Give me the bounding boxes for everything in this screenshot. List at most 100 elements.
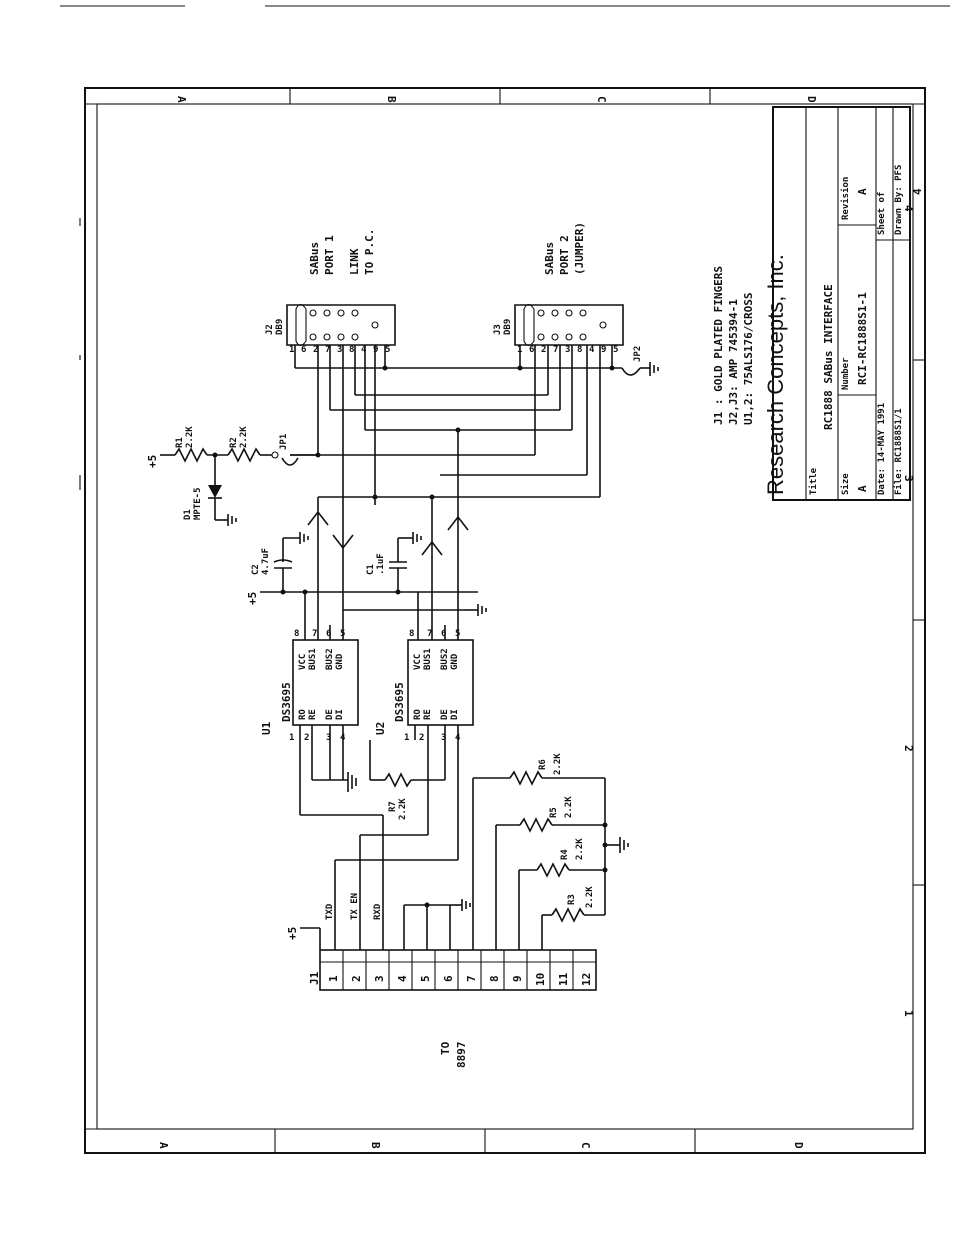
svg-text:6: 6	[441, 629, 446, 639]
file-field: File: RC1888S1/1	[893, 408, 904, 495]
u1-ref: U1	[260, 721, 273, 735]
svg-text:GND: GND	[450, 653, 460, 670]
u1-part: DS3695	[280, 682, 293, 722]
revision-value: A	[856, 188, 869, 195]
svg-text:4: 4	[396, 975, 409, 982]
rxd-label: RXD	[373, 903, 383, 920]
r3-ref: R3	[567, 894, 577, 905]
notes: J1 : GOLD PLATED FINGERS J2,J3: AMP 7453…	[712, 266, 755, 425]
txen-label: TX EN	[350, 893, 360, 920]
drawing-number: RCI-RC1888S1-1	[856, 292, 869, 385]
r4-value: 2.2K	[575, 838, 585, 860]
pullup-network: R6 2.2K R5 2.2K R4 2.2K R3 2.2K	[472, 753, 629, 950]
svg-text:3: 3	[326, 733, 331, 743]
j2-ref: J2	[265, 324, 275, 335]
svg-text:1: 1	[404, 733, 409, 743]
driver-control-wiring: R7 2.2K	[299, 740, 458, 950]
sheet-field: Sheet of	[877, 192, 887, 235]
svg-text:5: 5	[385, 345, 390, 355]
txd-label: TXD	[325, 903, 335, 920]
svg-text:RO: RO	[413, 709, 423, 720]
svg-text:6: 6	[442, 975, 455, 982]
bus-junctions	[315, 365, 615, 500]
c1-ref: C1	[366, 564, 376, 575]
j2-desc-1: SABus	[308, 242, 321, 275]
svg-text:9: 9	[511, 975, 524, 982]
svg-text:RE: RE	[423, 709, 433, 720]
u2-part: DS3695	[393, 682, 406, 722]
j3-desc-3: (JUMPER)	[573, 222, 586, 275]
bus-arrows	[307, 510, 469, 556]
c1-value: .1uF	[376, 553, 386, 575]
r5-value: 2.2K	[564, 796, 574, 818]
note-j2-j3: J2,J3: AMP 745394-1	[727, 299, 740, 425]
zone-top-a: A	[175, 96, 188, 103]
svg-text:DE: DE	[440, 709, 450, 720]
svg-text:9: 9	[601, 345, 606, 355]
svg-text:8: 8	[349, 345, 354, 355]
r1-ref: R1	[175, 437, 185, 448]
u2-ref: U2	[374, 722, 387, 735]
svg-text:3: 3	[337, 345, 342, 355]
svg-text:DE: DE	[325, 709, 335, 720]
ic-u1: U1 DS3695 RO RE DE DI VCC BUS1 BUS2 GND …	[260, 625, 359, 780]
svg-text:BUS1: BUS1	[308, 648, 318, 670]
sheet-number: 4	[911, 188, 924, 195]
jp2-label: JP2	[633, 346, 643, 362]
svg-text:7: 7	[553, 345, 558, 355]
zone-right-1: 1	[902, 1010, 915, 1017]
svg-text:VCC: VCC	[413, 654, 423, 670]
zone-bottom-a: A	[157, 1142, 170, 1149]
jp1-label: JP1	[279, 434, 289, 450]
j3-pin-numbers: 1 6 2 7 3 8 4 9 5	[517, 345, 618, 355]
j3-type: DB9	[503, 319, 513, 335]
svg-text:5: 5	[419, 975, 432, 982]
zone-bottom-b: B	[369, 1142, 382, 1149]
r6-ref: R6	[538, 759, 548, 770]
svg-text:2: 2	[541, 345, 546, 355]
number-label: Number	[841, 357, 851, 390]
note-u1-u2: U1,2: 75ALS176/CROSS	[742, 293, 755, 425]
svg-text:1: 1	[289, 733, 294, 743]
zone-bottom-c: C	[579, 1142, 592, 1149]
svg-text:3: 3	[441, 733, 446, 743]
svg-text:11: 11	[557, 972, 570, 986]
svg-text:8: 8	[488, 975, 501, 982]
zone-top-b: B	[385, 96, 398, 103]
svg-text:6: 6	[326, 629, 331, 639]
r4-ref: R4	[560, 849, 570, 860]
note-j1: J1 : GOLD PLATED FINGERS	[712, 266, 725, 425]
zone-markers: A B C D A B C D 4 3 2 1	[157, 96, 915, 1149]
svg-text:DI: DI	[450, 709, 460, 720]
size-label: Size	[840, 473, 851, 495]
zone-top-c: C	[595, 96, 608, 103]
bus-wiring	[290, 345, 622, 625]
zone-right-4: 4	[902, 205, 915, 212]
r2-value: 2.2K	[239, 426, 249, 448]
termination-network: +5 R1 2.2K R2 2.2K JP1 D1 MPTE-5	[146, 426, 318, 526]
svg-text:6: 6	[529, 345, 534, 355]
connector-j1: J1 1 2 3 4 5 6 7 8 9 10 11 12 TXD TX EN …	[286, 893, 597, 1069]
j3-ref: J3	[493, 324, 503, 335]
svg-text:2: 2	[304, 733, 309, 743]
jumper-jp2: JP2	[621, 346, 659, 376]
j1-ref: J1	[308, 971, 321, 985]
ic-u2: U2 DS3695 RO RE DE DI VCC BUS1 BUS2 GND …	[374, 625, 474, 860]
j1-to-line2: 8897	[455, 1042, 468, 1069]
zone-right-2: 2	[902, 745, 915, 752]
svg-text:7: 7	[325, 345, 330, 355]
svg-text:DI: DI	[335, 709, 345, 720]
company-name: Research Concepts, Inc.	[763, 254, 788, 495]
zone-top-d: D	[805, 96, 818, 103]
svg-text:VCC: VCC	[298, 654, 308, 670]
j3-desc-1: SABus	[543, 242, 556, 275]
j2-desc-2: PORT 1	[323, 235, 336, 275]
r3-value: 2.2K	[585, 886, 595, 908]
svg-text:2: 2	[313, 345, 318, 355]
svg-text:5: 5	[613, 345, 618, 355]
svg-text:RO: RO	[298, 709, 308, 720]
r6-value: 2.2K	[553, 753, 563, 775]
svg-text:7: 7	[312, 629, 317, 639]
drawing-border	[84, 87, 926, 1154]
